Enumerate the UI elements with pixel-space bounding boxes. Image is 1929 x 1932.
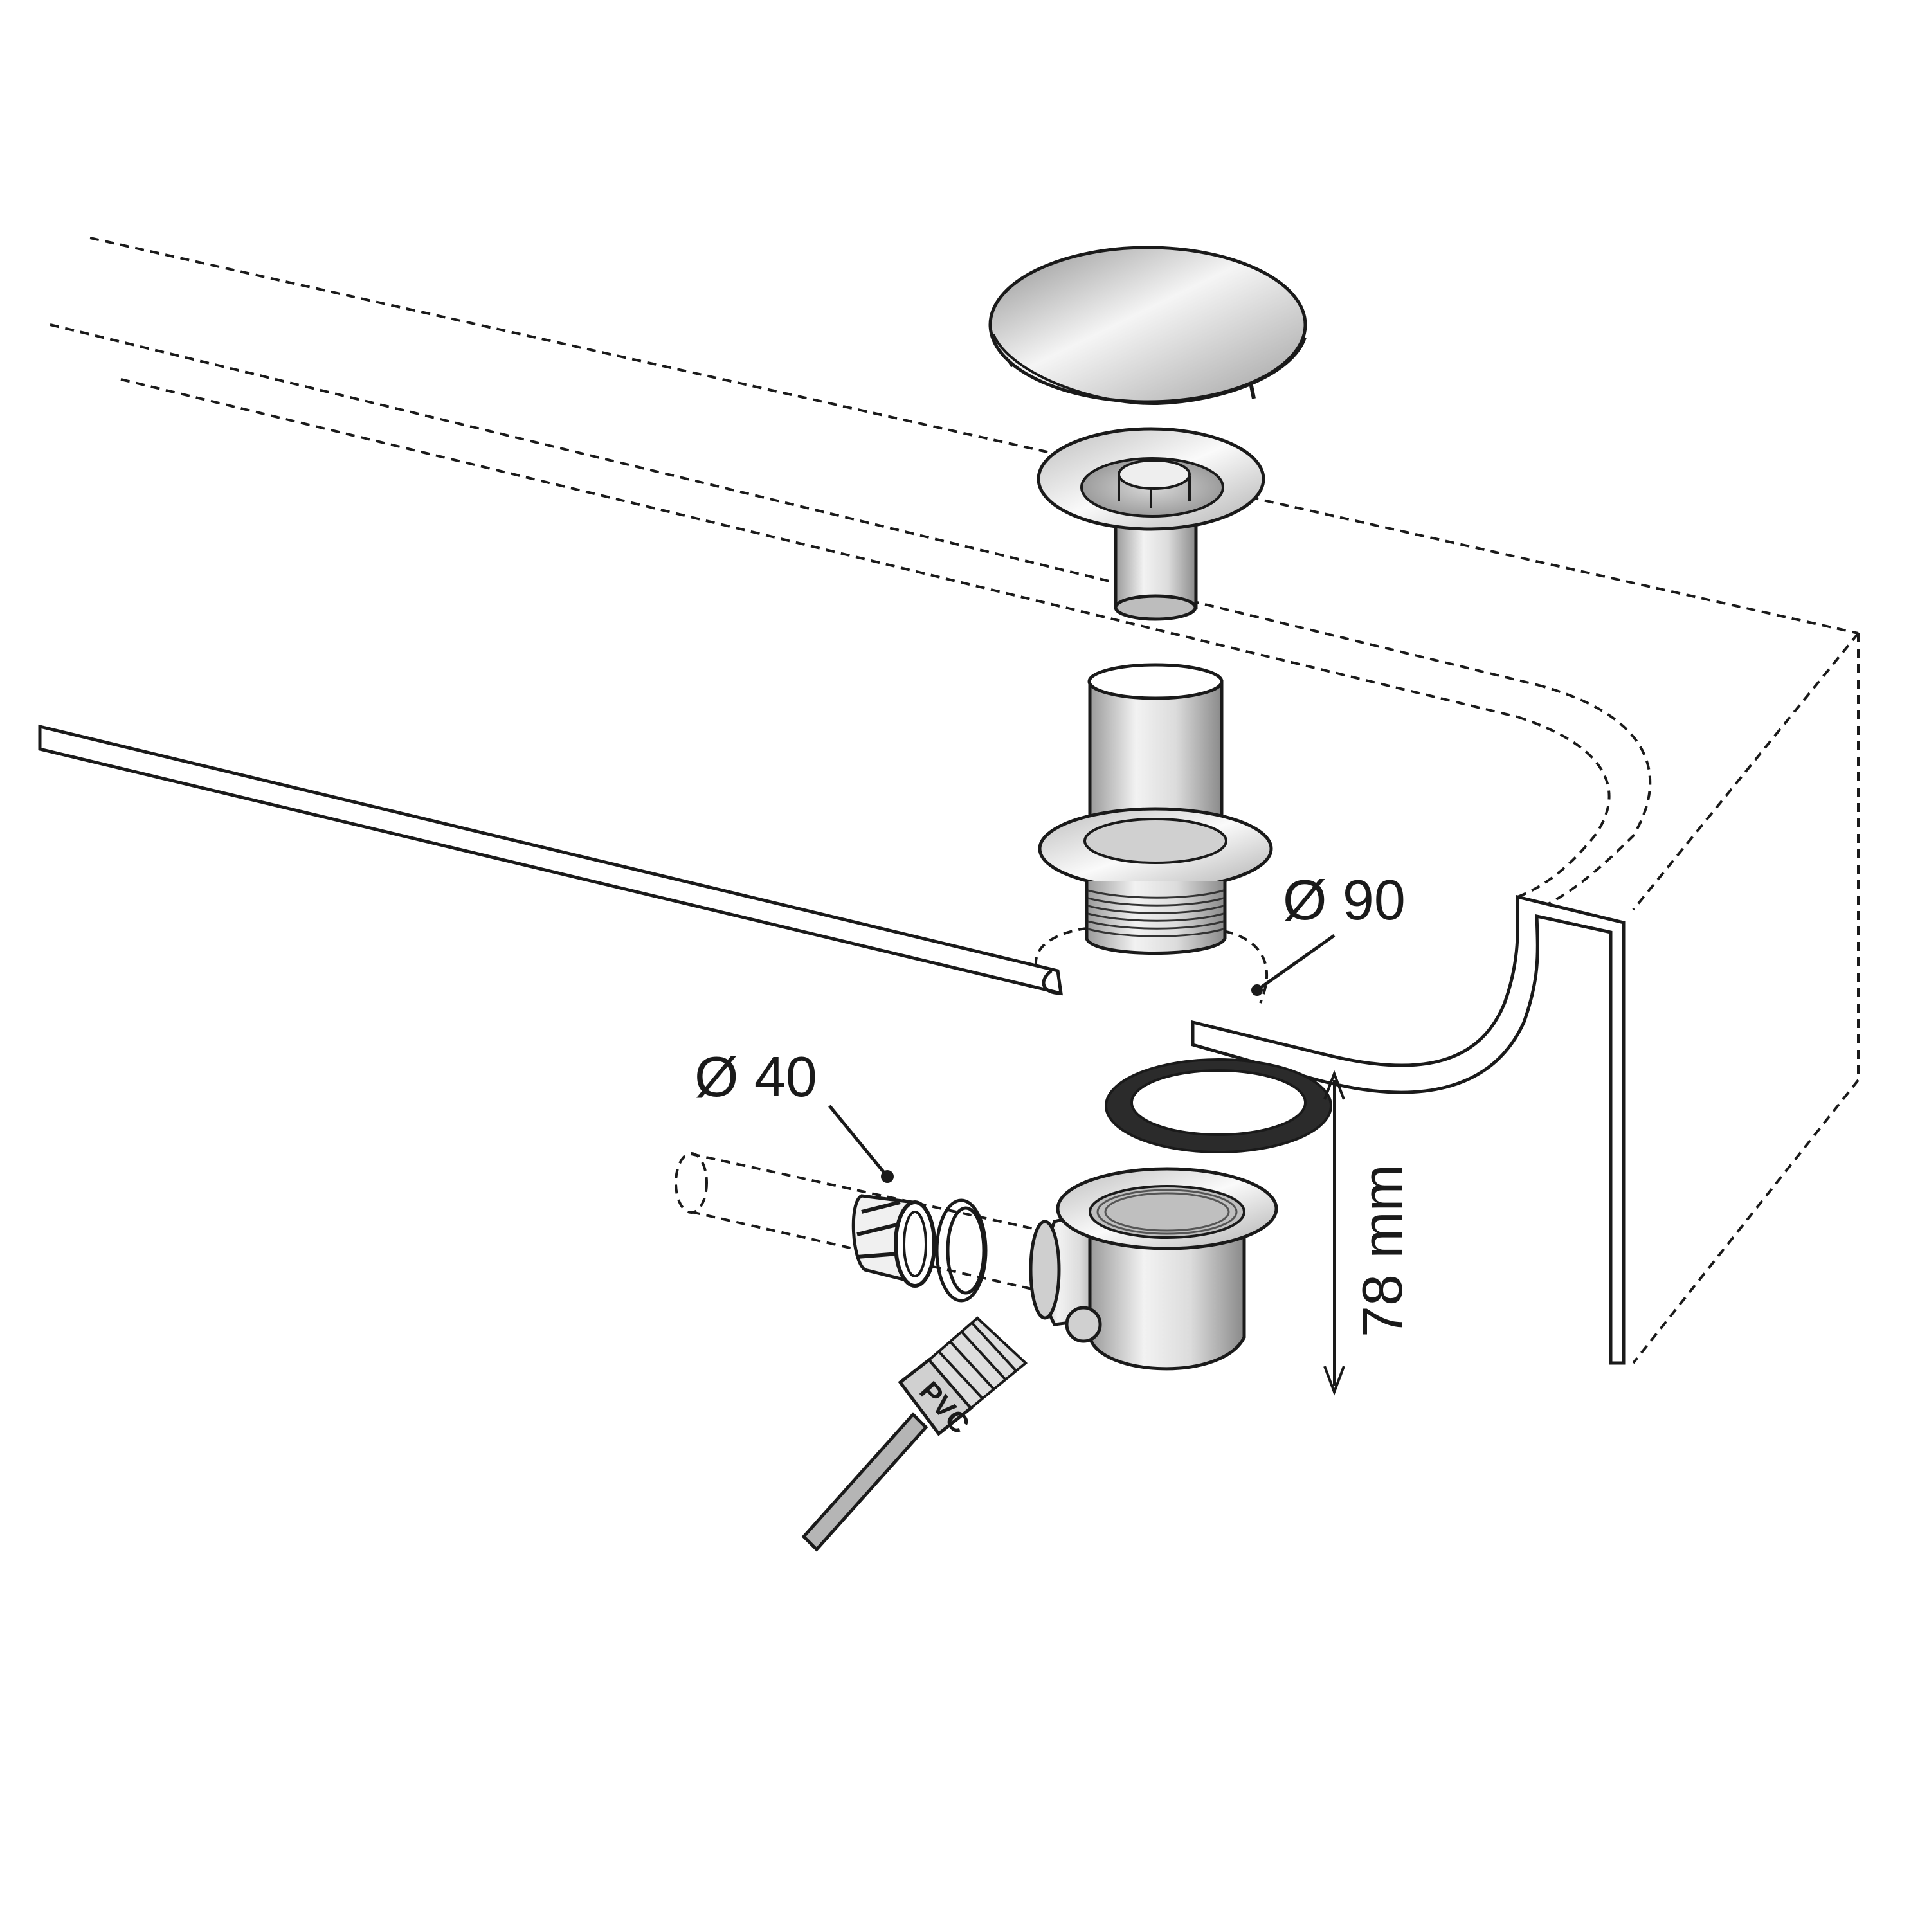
annotation-height: 78 mm [1323,1070,1414,1396]
pipe-dashed-end [675,1152,708,1214]
rubber-gasket [1105,1058,1332,1153]
annotation-pipe-diameter: Ø 40 [694,1045,894,1183]
pipe-dashed-top [691,1153,1046,1232]
tub-floor-section-left [38,724,1063,996]
drain-threaded-body [1038,663,1273,955]
tub-rim-dashed-line-1 [89,237,1859,635]
tub-bottom-edge-dashed [1632,1079,1860,1364]
tub-rim-dashed-line-3 [120,378,1518,718]
tub-floor-section-right [1191,894,1626,1365]
tub-inner-curve-dashed-1 [1536,683,1652,908]
brush-bristles [927,1316,1028,1410]
tub-rim-dashed-line-2 [50,323,1537,686]
tub-front-edge-dashed [1632,632,1860,911]
drain-diameter-label: Ø 90 [1283,868,1406,932]
brush-handle [801,1412,928,1552]
pipe-compression-nut [851,1194,936,1288]
overflow-nipple [1065,1306,1102,1343]
pvc-glue-brush: PVC [801,1316,1028,1552]
tub-inner-curve-dashed-2 [1517,716,1611,898]
pipe-diameter-label: Ø 40 [694,1045,817,1108]
annotation-drain-diameter: Ø 90 [1251,868,1406,996]
drain-strainer-flange [1037,427,1265,621]
drain-trap-body [1029,1167,1278,1371]
pipe-seal-ring [935,1198,988,1303]
drain-cap [988,246,1307,406]
height-label: 78 mm [1350,1164,1414,1337]
